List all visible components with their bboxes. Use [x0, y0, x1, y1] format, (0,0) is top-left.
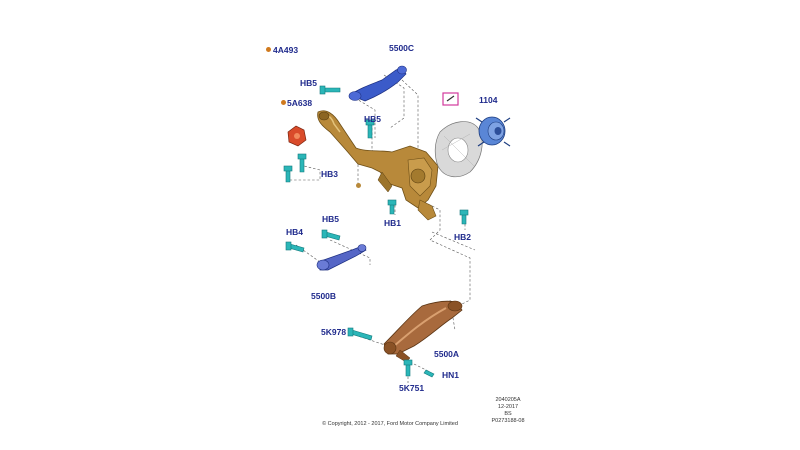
label-5k978: 5K978 — [321, 327, 347, 337]
lower-arm-5500b — [316, 244, 367, 271]
bolt-5k978 — [350, 329, 373, 341]
trailing-arm-5500a — [383, 300, 463, 363]
label-hb3: HB3 — [321, 169, 339, 179]
nut-hn1 — [423, 369, 435, 378]
bolt-hb1 — [389, 203, 395, 215]
copyright-notice: © Copyright, 2012 - 2017, Ford Motor Com… — [322, 421, 458, 427]
label-hb5-top: HB5 — [300, 78, 318, 88]
bolt-hb3-a — [299, 157, 305, 173]
meta-line-3: BS — [504, 411, 512, 417]
label-5500b: 5500B — [311, 291, 337, 301]
label-hb1: HB1 — [384, 218, 402, 228]
bolt-hb2 — [461, 213, 467, 225]
label-5k751: 5K751 — [399, 383, 425, 393]
red-part-5a638 — [287, 125, 307, 147]
meta-line-4: P0273188-08 — [491, 418, 525, 424]
label-5a638: 5A638 — [287, 98, 313, 108]
indicator-dot-4a493 — [266, 47, 271, 52]
indicator-dot-knuckle — [356, 183, 361, 188]
indicator-dot-5a638 — [281, 100, 286, 105]
diagram-meta: 2040205A 12-2017 BS P0273188-08 — [478, 397, 538, 425]
label-5500c: 5500C — [389, 43, 415, 53]
bolt-5k751 — [405, 363, 411, 377]
wheel-hub-1104 — [475, 116, 511, 147]
bolt-hb3-b — [285, 169, 291, 183]
label-5500a: 5500A — [434, 349, 460, 359]
bolts — [283, 85, 469, 378]
label-hn1: HN1 — [442, 370, 460, 380]
label-hb5-low: HB5 — [322, 214, 340, 224]
label-hb5-mid: HB5 — [364, 114, 382, 124]
bolt-hb5-top — [323, 87, 341, 93]
upper-arm-5500c — [348, 65, 407, 102]
knuckle-casting — [317, 110, 439, 221]
label-hb4: HB4 — [286, 227, 304, 237]
guide-lines — [290, 74, 476, 383]
label-hb2: HB2 — [454, 232, 472, 242]
meta-line-1: 2040205A — [495, 397, 521, 403]
meta-line-2: 12-2017 — [497, 404, 519, 410]
dust-shield — [434, 121, 483, 178]
bolt-hb5-mid — [367, 123, 373, 139]
label-1104: 1104 — [479, 95, 498, 105]
label-4a493: 4A493 — [273, 45, 299, 55]
bolt-kit-box — [442, 92, 459, 106]
